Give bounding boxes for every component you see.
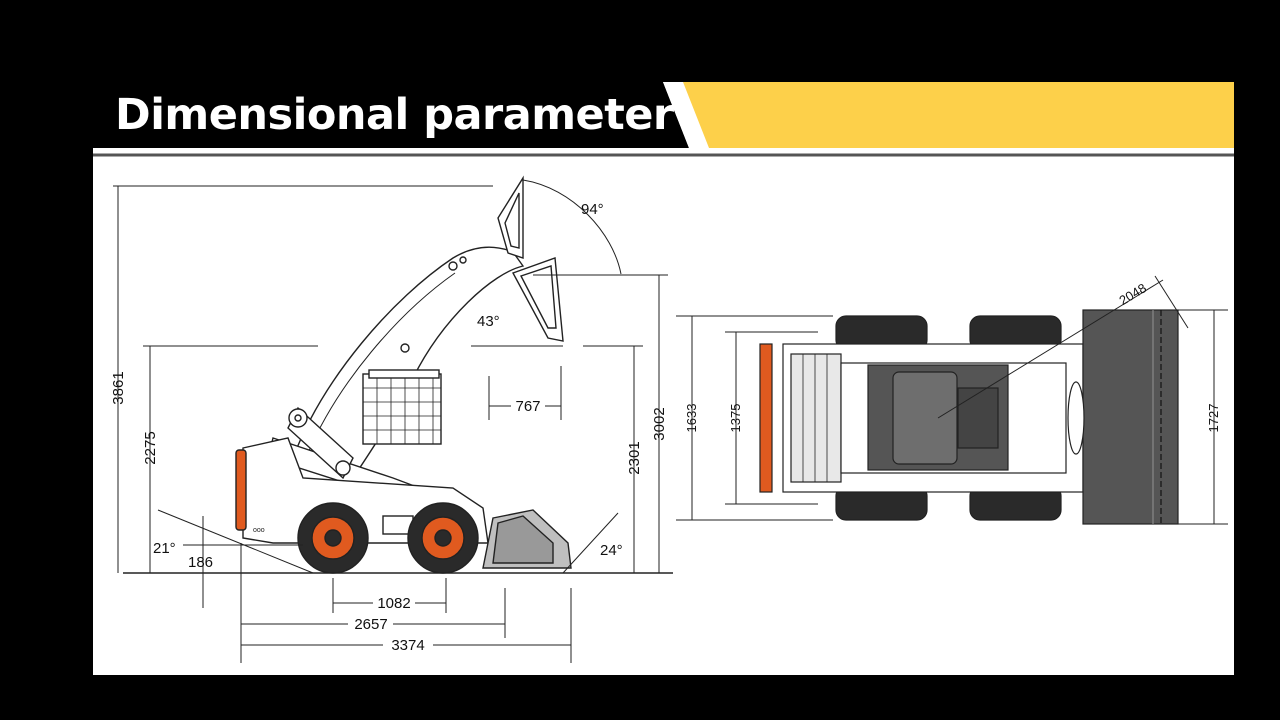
top-dimension-labels: 2048 1633 1375 1727 — [684, 280, 1221, 432]
label-hinge-pin-height: 3002 — [651, 407, 668, 440]
label-track-width: 1375 — [728, 404, 743, 433]
label-dump-reach: 767 — [515, 398, 540, 415]
label-ground-clearance: 186 — [188, 554, 213, 571]
page-title: Dimensional parameter — [115, 90, 674, 140]
top-bucket — [1082, 309, 1179, 525]
top-view — [759, 309, 1179, 525]
side-dimension-lines — [113, 179, 668, 663]
label-approach-angle: 24° — [600, 542, 623, 559]
front-wheel — [407, 502, 479, 574]
svg-text:ooo: ooo — [253, 527, 265, 534]
top-dimension-lines — [676, 275, 1228, 525]
side-view: ooo — [123, 175, 673, 574]
cab-cage — [362, 373, 442, 445]
label-departure-angle: 21° — [153, 540, 176, 557]
dimension-drawing: ooo — [93, 153, 1234, 663]
title-band-black — [93, 82, 689, 148]
label-length-without-bucket: 2657 — [354, 616, 387, 633]
rear-wheel — [297, 502, 369, 574]
dumped-bucket — [511, 257, 564, 342]
label-length-with-bucket: 3374 — [391, 637, 424, 654]
accent-band-yellow — [683, 82, 1234, 148]
label-overall-width: 1633 — [684, 404, 699, 433]
top-rear-orange-panel — [759, 343, 773, 493]
side-dimension-labels: 3861 2275 3002 2301 767 186 1082 2657 33… — [110, 201, 668, 654]
title-banner — [93, 82, 1234, 148]
title-band-white-stripe — [663, 82, 709, 148]
label-dump-angle: 43° — [477, 313, 500, 330]
label-overall-height: 3861 — [110, 371, 127, 404]
label-rollback-angle: 94° — [581, 201, 604, 218]
label-dump-height: 2301 — [626, 441, 643, 474]
label-cab-height: 2275 — [142, 431, 159, 464]
label-bucket-width: 1727 — [1206, 404, 1221, 433]
rear-orange-panel — [235, 449, 247, 531]
label-bucket-diagonal: 2048 — [1116, 280, 1149, 308]
cab-grid — [363, 374, 441, 444]
label-wheelbase: 1082 — [377, 595, 410, 612]
dimension-slide: Dimensional parameter — [93, 82, 1234, 675]
